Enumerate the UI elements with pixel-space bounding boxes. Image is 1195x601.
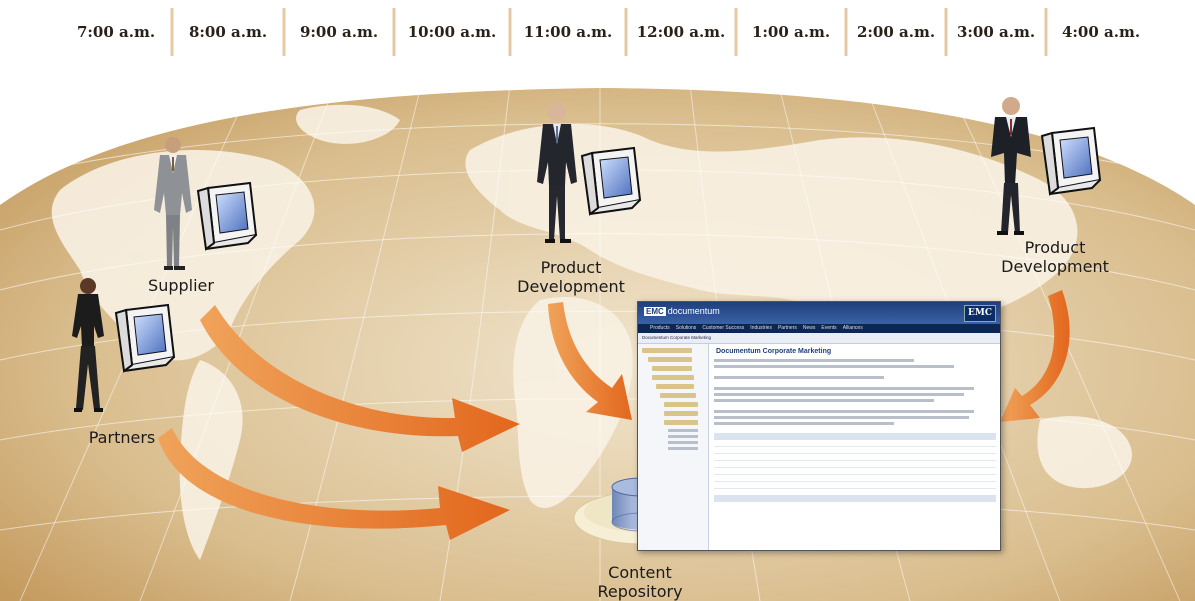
flow-arrows: [158, 290, 1070, 540]
file-row: [668, 435, 698, 438]
emc-logo: EMC: [964, 305, 996, 322]
time-label: 2:00 a.m.: [856, 23, 936, 41]
product-dev-center-label: Product Development: [517, 258, 625, 296]
computer-icons: [114, 126, 1102, 373]
file-row: [668, 429, 698, 432]
person-product-dev-center-icon: [537, 103, 577, 243]
toolbar-path: Documentum Corporate Marketing: [642, 335, 712, 340]
person-supplier-icon: [154, 137, 192, 270]
folder-row: [664, 402, 698, 407]
screenshot-sidebar: [638, 344, 709, 550]
time-label: 11:00 a.m.: [523, 23, 613, 41]
person-partners-icon: [72, 278, 104, 412]
file-row: [668, 447, 698, 450]
folder-row: [642, 348, 692, 353]
nav-item: Partners: [777, 325, 797, 331]
partners-label: Partners: [88, 428, 156, 447]
repository-label: Content Repository: [597, 563, 683, 601]
nav-item: Events: [821, 325, 837, 331]
folder-row: [652, 366, 692, 371]
file-grid-row: [714, 440, 996, 447]
time-label: 10:00 a.m.: [407, 23, 497, 41]
time-label: 1:00 a.m.: [751, 23, 831, 41]
text-line: [714, 399, 934, 402]
screenshot-nav: Products Solutions Customer Success Indu…: [638, 324, 1000, 333]
text-line: [714, 387, 974, 390]
arrow-supplier-to-repository: [200, 305, 520, 452]
folder-row: [656, 384, 694, 389]
folder-row: [660, 393, 696, 398]
text-line: [714, 393, 964, 396]
file-grid-row: [714, 482, 996, 489]
file-row: [668, 441, 698, 444]
people: [72, 97, 1031, 412]
person-product-dev-right-icon: [991, 97, 1031, 235]
arrow-product-dev-right: [1000, 290, 1070, 422]
computer-icon: [196, 181, 258, 251]
nav-item: Products: [650, 325, 670, 331]
time-label: 12:00 a.m.: [636, 23, 726, 41]
file-grid-row: [714, 468, 996, 475]
time-label: 7:00 a.m.: [76, 23, 156, 41]
file-grid-row: [714, 461, 996, 468]
folder-row: [664, 411, 698, 416]
text-line: [714, 365, 954, 368]
nav-item: Customer Success: [702, 325, 745, 331]
arrow-partners-to-repository: [158, 428, 510, 540]
file-grid-row: [714, 454, 996, 461]
screenshot-toolbar: Documentum Corporate Marketing: [638, 333, 1000, 344]
file-grid-row: [714, 475, 996, 482]
supplier-label: Supplier: [148, 276, 214, 295]
file-grid-footer: [714, 495, 996, 502]
screenshot-page-title: Documentum Corporate Marketing: [716, 348, 832, 355]
text-line: [714, 359, 914, 362]
arrow-product-dev-center: [548, 302, 632, 420]
product-dev-right-label: Product Development: [1001, 238, 1109, 276]
computer-icon: [580, 146, 642, 216]
timeline-dividers: [170, 8, 1048, 56]
time-label: 9:00 a.m.: [299, 23, 379, 41]
screenshot-main: Documentum Corporate Marketing: [710, 344, 1000, 550]
folder-row: [648, 357, 692, 362]
text-line: [714, 376, 884, 379]
computer-icon: [114, 303, 176, 373]
nav-item: Solutions: [675, 325, 697, 331]
text-line: [714, 422, 894, 425]
timeline-bar: 7:00 a.m. 8:00 a.m. 9:00 a.m. 10:00 a.m.…: [0, 10, 1195, 54]
file-grid-row: [714, 447, 996, 454]
nav-item: Industries: [750, 325, 772, 331]
nav-item: News: [802, 325, 816, 331]
time-label: 3:00 a.m.: [956, 23, 1036, 41]
file-grid-header: [714, 433, 996, 440]
time-label: 4:00 a.m.: [1061, 23, 1141, 41]
nav-item: Alliances: [842, 325, 863, 331]
folder-row: [652, 375, 694, 380]
computer-icon: [1040, 126, 1102, 196]
text-line: [714, 416, 969, 419]
text-line: [714, 410, 974, 413]
folder-row: [664, 420, 698, 425]
time-label: 8:00 a.m.: [188, 23, 268, 41]
